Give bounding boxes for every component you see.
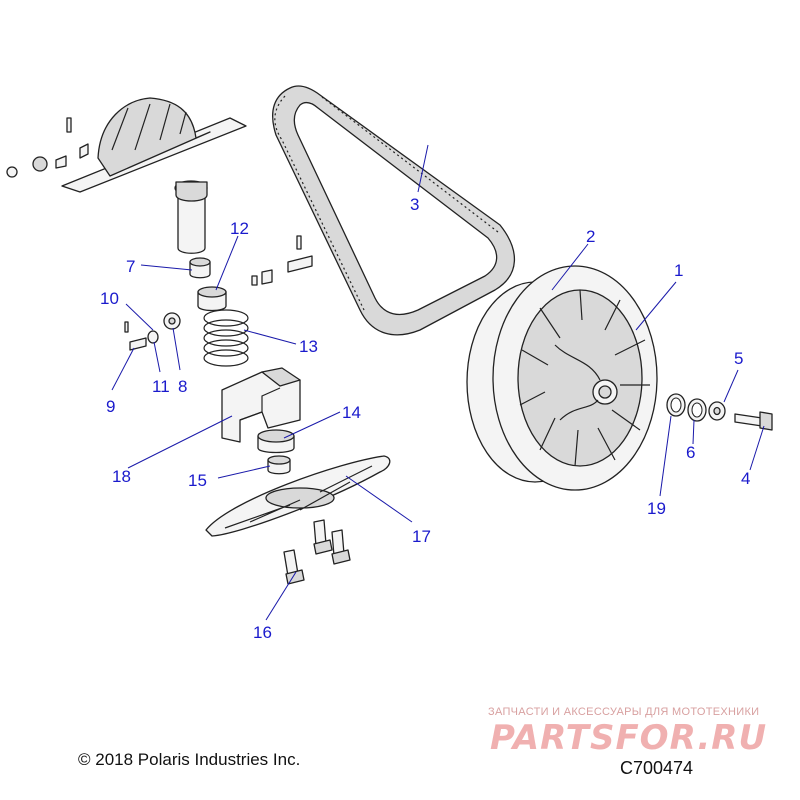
shaft-sleeve: [174, 180, 208, 254]
drive-belt: [272, 85, 516, 336]
callout-15: 15: [188, 471, 207, 490]
primary-clutch: [466, 265, 658, 491]
callout-14: 14: [342, 403, 361, 422]
washer-6: [687, 398, 707, 422]
callout-19: 19: [647, 499, 666, 518]
callout-13: 13: [299, 337, 318, 356]
watermark-tagline: ЗАПЧАСТИ И АКСЕССУАРЫ ДЛЯ МОТОТЕХНИКИ: [488, 706, 760, 718]
callout-7: 7: [126, 257, 135, 276]
copyright-notice: © 2018 Polaris Industries Inc.: [78, 750, 301, 769]
callout-2: 2: [586, 227, 595, 246]
bolts-16: [283, 519, 351, 585]
callout-11: 11: [152, 377, 170, 396]
callout-17: 17: [412, 527, 431, 546]
washer-19: [666, 393, 686, 417]
pins-top: [251, 235, 313, 286]
callout-16: 16: [253, 623, 272, 642]
small-parts-top: [6, 117, 89, 178]
bushing-12: [197, 286, 227, 312]
callout-5: 5: [734, 349, 743, 368]
callout-12: 12: [230, 219, 249, 238]
callout-10: 10: [100, 289, 119, 308]
bushing-7: [189, 257, 211, 279]
callout-1: 1: [674, 261, 683, 280]
drawing-number: C700474: [620, 758, 694, 778]
bolt-4: [734, 411, 773, 431]
callout-9: 9: [106, 397, 115, 416]
callout-4: 4: [741, 469, 750, 488]
bushing-14: [257, 429, 295, 454]
callout-3: 3: [410, 195, 419, 214]
washer-5: [708, 401, 726, 421]
callout-8: 8: [178, 377, 187, 396]
watermark-logo: PARTSFOR.RU: [490, 718, 768, 758]
callout-6: 6: [686, 443, 695, 462]
helix-18: [221, 367, 301, 443]
spring-13: [203, 309, 249, 367]
callout-labels: 1 2 3 4 5 6 7 8 9 10 11 12 13 14 15 16 1…: [100, 195, 750, 642]
callout-18: 18: [112, 467, 131, 486]
sheave-17: [205, 455, 391, 537]
secondary-cover: [61, 97, 247, 193]
leader-lines: [111, 144, 765, 621]
bushing-15: [267, 455, 291, 475]
small-parts-left: [124, 312, 181, 351]
